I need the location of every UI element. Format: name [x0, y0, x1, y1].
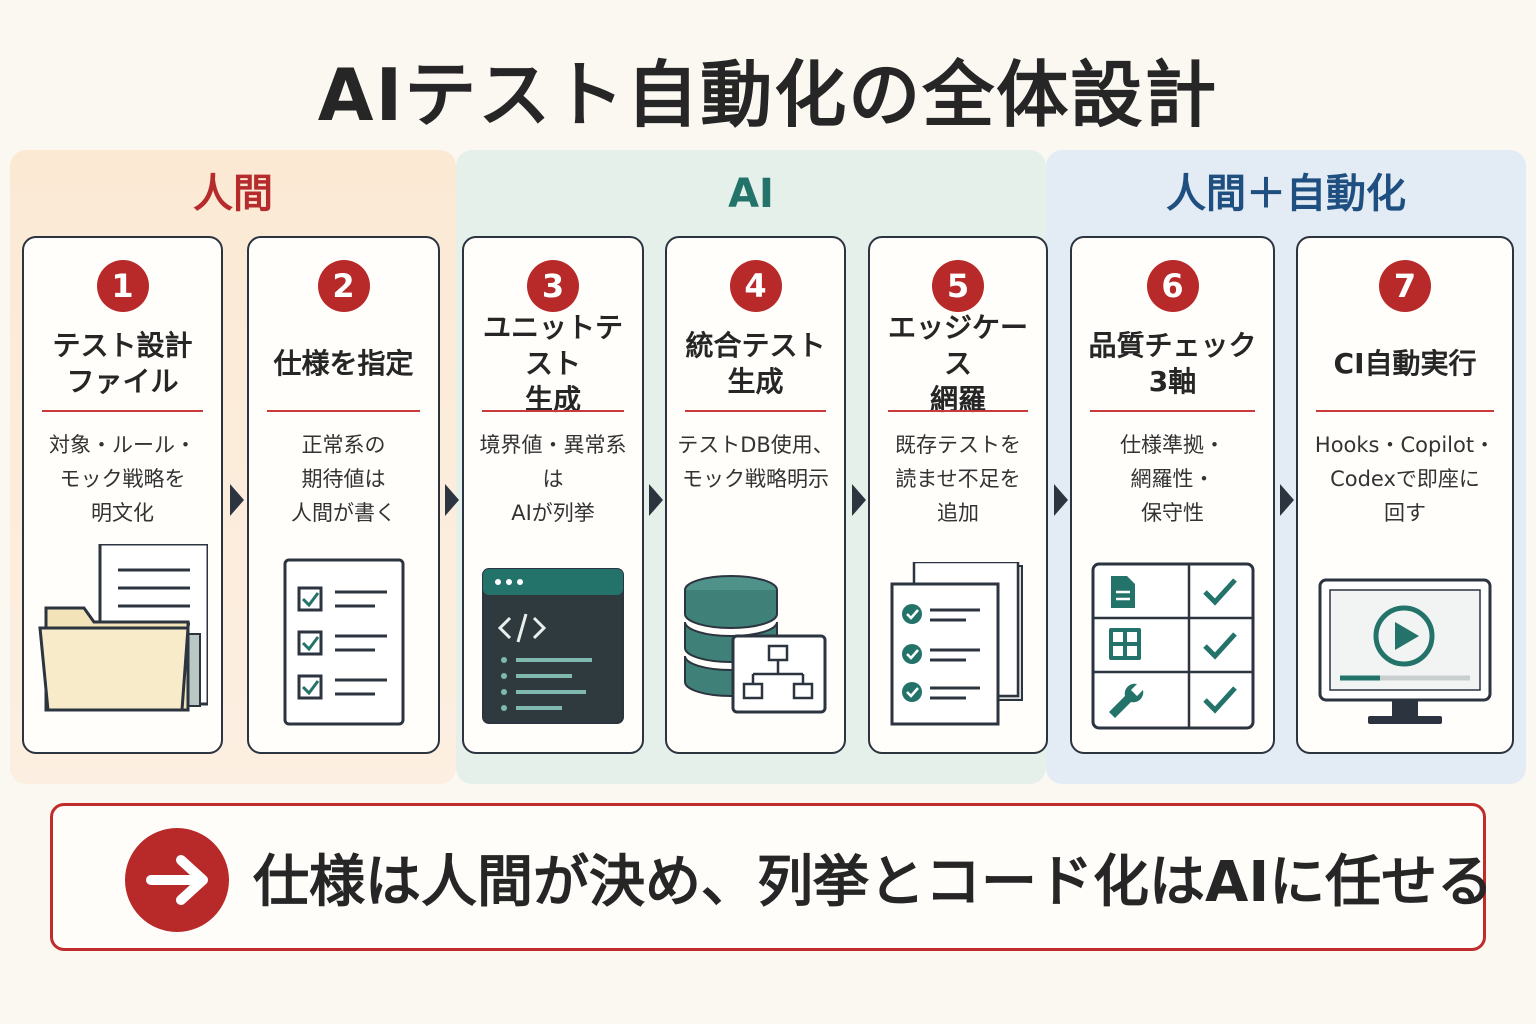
divider — [482, 410, 624, 412]
step-card-3: 3 ユニットテスト 生成 境界値・異常系は AIが列挙 — [462, 236, 644, 754]
arrow-right-icon — [125, 828, 229, 932]
flow-arrow-icon — [445, 484, 459, 516]
step-title: エッジケース 網羅 — [887, 311, 1028, 416]
step-title: 統合テスト 生成 — [685, 329, 826, 398]
code-window-icon — [464, 544, 642, 744]
step-card-7: 7 CI自動実行 Hooks・Copilot・ Codexで即座に 回す — [1296, 236, 1514, 754]
step-title: テスト設計 ファイル — [52, 329, 193, 398]
step-number: 5 — [932, 260, 984, 312]
step-number: 6 — [1146, 260, 1199, 312]
divider — [1316, 410, 1494, 412]
checked-documents-icon — [870, 544, 1046, 744]
conclusion-text: 仕様は人間が決め、列挙とコード化はAIに任せる — [253, 849, 1494, 915]
step-title: ユニットテスト 生成 — [482, 311, 623, 416]
step-number: 7 — [1379, 260, 1431, 312]
database-icon — [667, 544, 844, 744]
monitor-play-icon — [1298, 544, 1512, 744]
checklist-icon — [249, 544, 438, 744]
step-description: 仕様準拠・ 網羅性・ 保守性 — [1120, 433, 1225, 525]
flow-arrow-icon — [852, 484, 866, 516]
step-description: 境界値・異常系は AIが列挙 — [479, 433, 627, 525]
step-description: 正常系の 期待値は 人間が書く — [291, 433, 396, 525]
page-title: AIテスト自動化の全体設計 — [317, 53, 1219, 137]
band-label-ai: AI — [728, 171, 774, 217]
step-title: CI自動実行 — [1333, 347, 1477, 380]
divider — [685, 410, 826, 412]
step-description: 対象・ルール・ モック戦略を 明文化 — [49, 433, 196, 525]
step-number: 3 — [527, 260, 579, 312]
quality-grid-icon — [1072, 544, 1273, 744]
divider — [267, 410, 420, 412]
band-label-human-automation: 人間＋自動化 — [1166, 171, 1406, 217]
step-title: 品質チェック 3軸 — [1088, 329, 1257, 398]
step-card-5: 5 エッジケース 網羅 既存テストを 読ませ不足を 追加 — [868, 236, 1048, 754]
divider — [888, 410, 1028, 412]
step-number: 4 — [729, 260, 782, 312]
step-card-6: 6 品質チェック 3軸 仕様準拠・ 網羅性・ 保守性 — [1070, 236, 1275, 754]
step-title: 仕様を指定 — [273, 347, 414, 380]
step-card-4: 4 統合テスト 生成 テストDB使用、 モック戦略明示 — [665, 236, 846, 754]
divider — [42, 410, 203, 412]
step-description: テストDB使用、 モック戦略明示 — [677, 433, 834, 491]
flow-arrow-icon — [230, 484, 244, 516]
step-card-2: 2 仕様を指定 正常系の 期待値は 人間が書く — [247, 236, 440, 754]
flow-arrow-icon — [1054, 484, 1068, 516]
band-label-human: 人間 — [193, 171, 273, 217]
step-number: 2 — [317, 260, 370, 312]
step-description: 既存テストを 読ませ不足を 追加 — [895, 433, 1021, 525]
conclusion-banner: 仕様は人間が決め、列挙とコード化はAIに任せる — [50, 803, 1494, 951]
flow-arrow-icon — [1280, 484, 1294, 516]
folder-document-icon — [24, 544, 221, 744]
step-description: Hooks・Copilot・ Codexで即座に 回す — [1314, 433, 1496, 525]
divider — [1090, 410, 1255, 412]
step-number: 1 — [96, 260, 149, 312]
flow-arrow-icon — [649, 484, 663, 516]
step-card-1: 1 テスト設計 ファイル 対象・ルール・ モック戦略を 明文化 — [22, 236, 223, 754]
